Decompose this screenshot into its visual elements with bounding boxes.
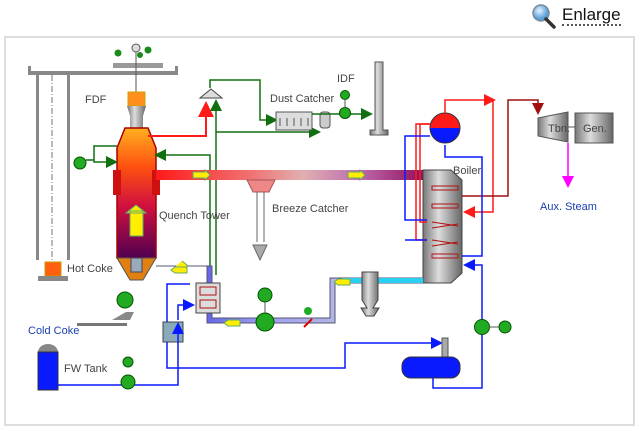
label-breeze-catcher: Breeze Catcher [272,203,349,215]
hot-coke-bucket [38,261,68,281]
label-cold-coke: Cold Coke [28,325,79,337]
circulating-fan-motor [257,287,273,303]
fw-tank [37,344,59,391]
label-quench-tower: Quench Tower [159,210,230,222]
boiler-feed-pump-motor [498,320,512,334]
primary-dust-separator [198,88,224,99]
magnifier-icon [532,4,556,29]
label-generator: Gen. [583,123,607,135]
hot-gas-duct [156,170,423,180]
fdf-fan [73,156,87,170]
secondary-dust-separator [360,271,380,317]
fw-pump [120,374,136,390]
label-aux-steam: Aux. Steam [540,201,597,213]
quench-tower [77,91,160,326]
label-hot-coke: Hot Coke [67,263,113,275]
boiler-feed-pump [474,319,490,335]
stack [369,61,389,136]
label-dust-catcher: Dust Catcher [270,93,335,105]
dust-catcher [275,111,331,131]
air-line [86,145,117,162]
fw-pump-motor [122,356,134,368]
turbine [537,111,569,143]
idf-motor [340,90,350,100]
diagram-frame [4,36,635,426]
generator [574,112,614,144]
label-fw-tank: FW Tank [64,363,108,375]
enlarge-button[interactable]: Enlarge [530,3,621,29]
economizer [195,282,221,314]
deaerator [401,337,461,379]
breeze-catcher [246,179,276,193]
steam-drum [429,112,461,144]
idf-fan [339,107,351,119]
label-idf: IDF [337,73,355,85]
damper-valve [304,307,312,315]
crane [28,43,178,260]
heat-exchanger [162,321,184,343]
enlarge-label: Enlarge [562,5,621,26]
label-fdf: FDF [85,94,107,106]
label-boiler: Boiler [453,165,481,177]
circulating-fan [255,312,275,332]
label-turbine: Tbn. [548,123,570,135]
